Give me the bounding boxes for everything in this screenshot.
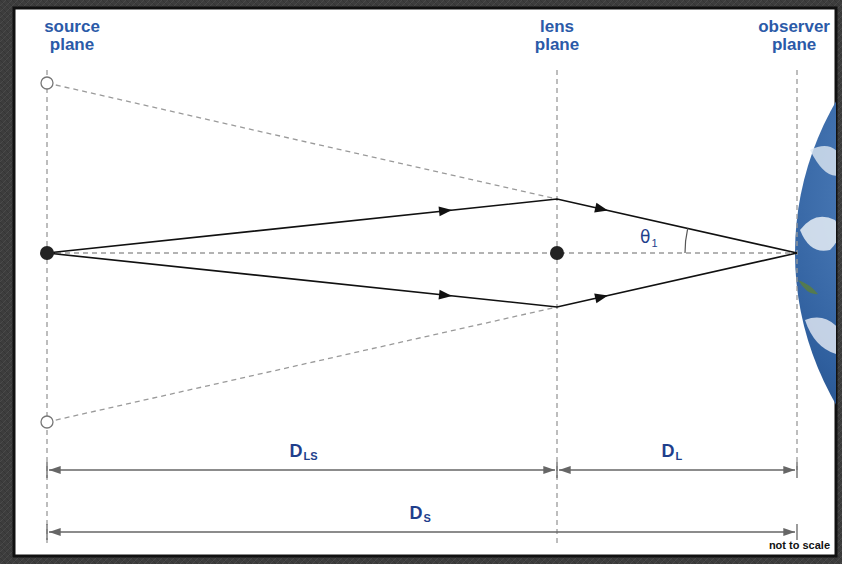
image-circle — [41, 416, 53, 428]
panel — [14, 8, 836, 556]
lens-dot — [550, 246, 564, 260]
light-rays — [47, 199, 797, 307]
distance-subscript: S — [424, 513, 431, 524]
plane-heading: source plane — [44, 18, 100, 54]
source-dot — [40, 246, 54, 260]
angle-arc — [685, 228, 688, 253]
scale-note: not to scale — [769, 540, 830, 551]
ray-arrowheads — [439, 203, 610, 303]
plane-heading: observer plane — [758, 18, 830, 54]
distance-subscript: LS — [304, 451, 318, 462]
angle-symbol: θ — [640, 229, 650, 246]
distance-symbol: D — [290, 442, 303, 460]
distance-symbol: D — [662, 442, 675, 460]
plane-lines — [47, 70, 797, 545]
angle-subscript: 1 — [651, 238, 657, 249]
distance-symbol: D — [410, 504, 423, 522]
distance-subscript: L — [676, 451, 683, 462]
plane-heading: lens plane — [535, 18, 579, 54]
dimension-lines — [47, 462, 797, 540]
earth — [795, 8, 836, 553]
image-circle — [41, 77, 53, 89]
